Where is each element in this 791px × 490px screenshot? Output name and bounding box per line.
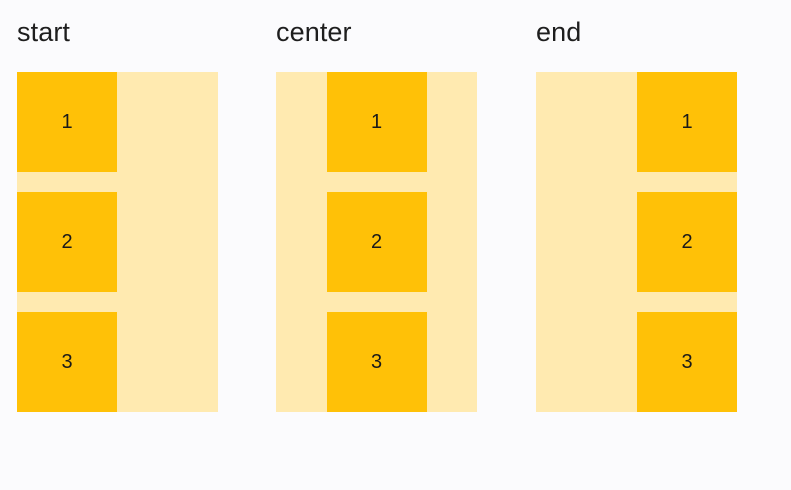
flex-item: 2 (326, 192, 427, 292)
flex-item: 2 (17, 192, 117, 292)
flex-item: 1 (326, 72, 427, 172)
flex-item-number: 1 (61, 111, 73, 133)
flex-item-number: 3 (370, 351, 383, 373)
group-label-start: start (17, 17, 71, 47)
flex-item-number: 1 (370, 111, 383, 133)
flex-container-start: 1 2 3 (17, 72, 218, 412)
flex-item-number: 3 (61, 351, 73, 373)
flex-item-number: 2 (61, 231, 73, 253)
flex-container-end: 1 2 3 (536, 72, 737, 412)
flex-item: 3 (637, 312, 737, 412)
flex-item: 3 (17, 312, 117, 412)
group-label-center: center (276, 17, 352, 47)
flex-item-number: 2 (681, 231, 693, 253)
flex-item: 1 (17, 72, 117, 172)
flex-item-number: 2 (370, 231, 383, 253)
flex-item: 2 (637, 192, 737, 292)
group-label-end: end (536, 17, 582, 47)
flex-item-number: 3 (681, 351, 693, 373)
flex-item: 1 (637, 72, 737, 172)
flex-item: 3 (326, 312, 427, 412)
flex-container-center: 1 2 3 (276, 72, 477, 412)
flex-item-number: 1 (681, 111, 693, 133)
